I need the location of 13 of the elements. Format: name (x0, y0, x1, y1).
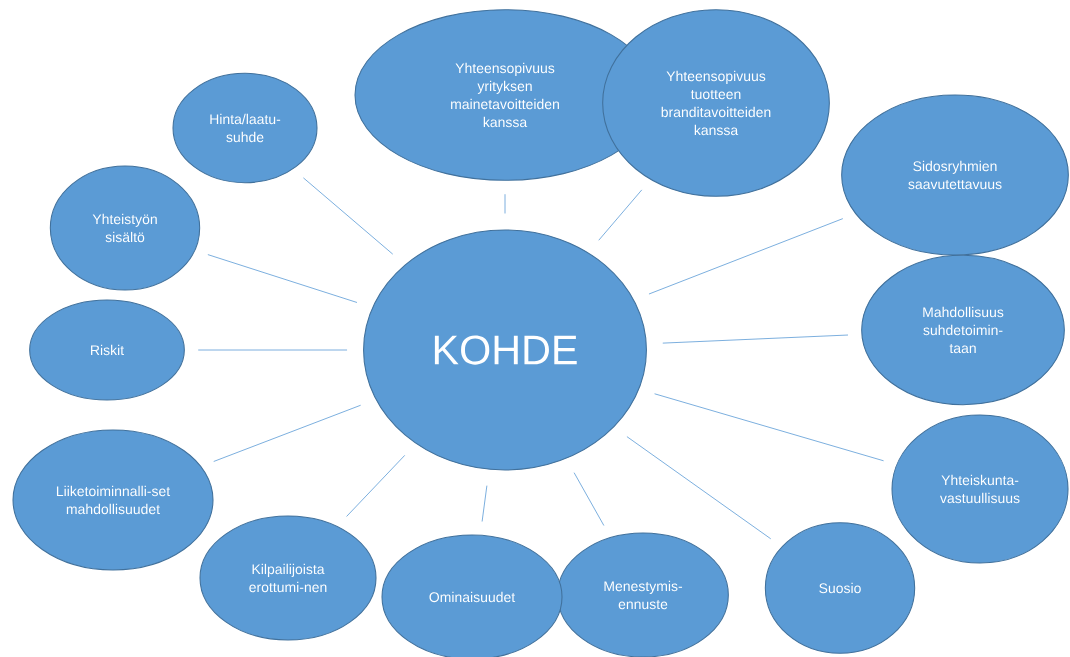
connector-line (573, 472, 605, 526)
connector-line (481, 485, 488, 522)
connector-line (197, 349, 348, 351)
connector-line (626, 436, 772, 540)
connector-line (207, 254, 358, 303)
connector-line (346, 454, 406, 517)
connector-line (662, 334, 849, 344)
connector-line (504, 193, 506, 214)
connector-line (598, 189, 643, 241)
connector-line (303, 177, 394, 255)
connector-line (654, 393, 884, 462)
connector-line (213, 404, 362, 462)
connector-line (648, 218, 844, 295)
